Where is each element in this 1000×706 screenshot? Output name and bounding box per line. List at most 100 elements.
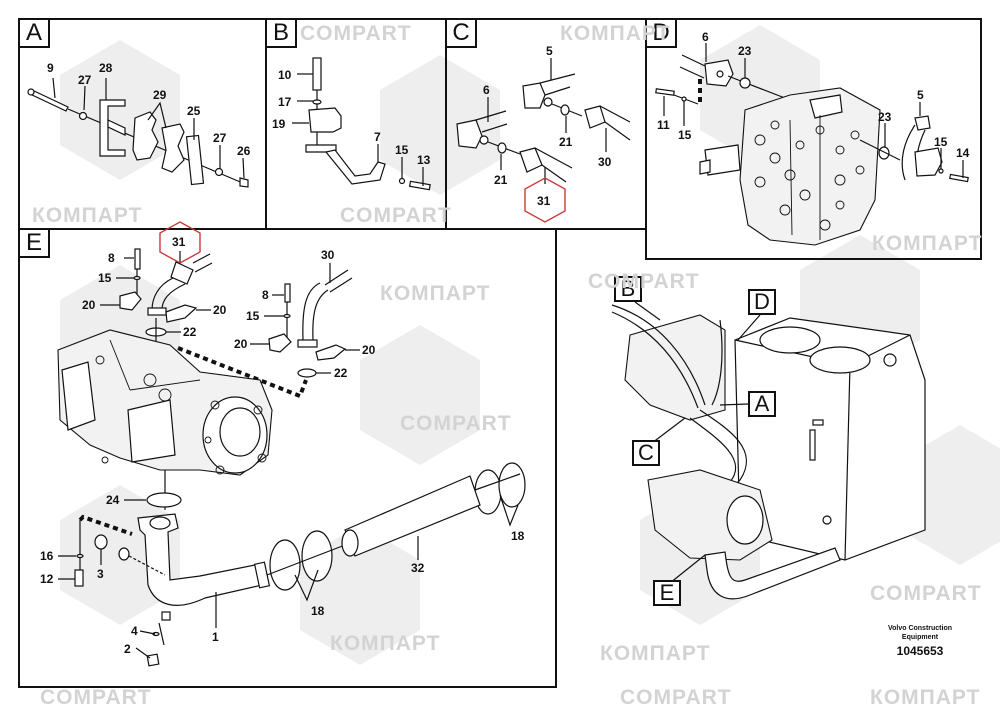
plate-25 — [185, 134, 205, 186]
washer-17 — [312, 99, 322, 105]
flange-5-top — [914, 115, 931, 131]
panel-d: D — [645, 18, 982, 260]
overview-suction-pipe — [704, 547, 841, 600]
washer-15b — [283, 313, 291, 319]
panel-b-parts: 10 17 19 7 15 13 — [272, 57, 431, 191]
highlight-hexagon-e — [159, 221, 201, 264]
part-label: 31 — [537, 194, 551, 208]
part-label: 6 — [483, 83, 490, 97]
part-label: 15 — [678, 128, 692, 142]
hose-flange-31 — [147, 307, 167, 316]
oring-21b — [497, 142, 507, 154]
watermark-shape — [360, 325, 480, 465]
washer-15 — [398, 177, 406, 185]
panel-e: E — [18, 228, 557, 688]
bolt-12 — [74, 569, 84, 587]
dashed-link-e2 — [78, 514, 133, 536]
panel-tag-b: B — [267, 20, 297, 48]
drawing-number: 1045653 — [896, 644, 944, 658]
part-label: 8 — [262, 288, 269, 302]
elbow-pipe-1 — [137, 513, 263, 606]
part-label: 16 — [40, 549, 54, 563]
drain-fitting — [161, 611, 171, 621]
part-label: 6 — [702, 30, 709, 44]
company-name-line2: Equipment — [901, 634, 939, 641]
panel-e-parts: 31 — [40, 221, 526, 667]
part-label: 27 — [213, 131, 227, 145]
part-label: 3 — [97, 567, 104, 581]
bracket-7 — [324, 149, 386, 185]
clamp-20b — [165, 304, 198, 323]
control-valve-body — [699, 87, 881, 246]
part-label: 5 — [546, 44, 553, 58]
overview-callout-c: C — [632, 440, 660, 466]
part-label: 4 — [131, 624, 138, 638]
overview-callout-e: E — [653, 580, 681, 606]
part-label: 30 — [598, 155, 612, 169]
bolt-8b — [284, 283, 291, 303]
nut-26 — [239, 177, 249, 188]
hose-end-30 — [584, 105, 606, 129]
oring-21a — [560, 104, 570, 116]
part-label: 5 — [917, 88, 924, 102]
part-label: 7 — [374, 130, 381, 144]
fitting-5 — [522, 82, 546, 109]
clamp-20d — [315, 344, 347, 361]
oring-22b — [297, 368, 317, 378]
part-label: 32 — [411, 561, 425, 575]
overview-control-valve — [624, 314, 726, 421]
part-label: 23 — [738, 44, 752, 58]
part-label: 19 — [272, 117, 286, 131]
panel-tag-c: C — [447, 20, 477, 48]
bolt-11 — [655, 88, 675, 96]
overview-callout-a: A — [748, 391, 776, 417]
part-label: 10 — [278, 68, 292, 82]
part-label: 28 — [99, 61, 113, 75]
part-label: 21 — [494, 173, 508, 187]
plug-2 — [146, 653, 160, 667]
fitting-6 — [456, 119, 483, 149]
part-label: 20 — [234, 337, 248, 351]
washer-27 — [78, 111, 88, 121]
bolt-9 — [29, 89, 69, 112]
bolt-10 — [312, 57, 322, 91]
clamp-half-29a — [132, 111, 159, 161]
bolt-8a — [134, 248, 141, 270]
panel-tag-d: D — [647, 20, 677, 48]
overview-callout-b: B — [614, 276, 642, 302]
highlight-hexagon — [524, 177, 566, 223]
hose-32 — [344, 475, 481, 557]
part-label: 18 — [311, 604, 325, 618]
washer-15d — [938, 168, 944, 174]
panel-tag-a: A — [20, 20, 50, 48]
washer-27b — [214, 167, 224, 177]
oring-24 — [146, 492, 182, 508]
part-label: 13 — [417, 153, 431, 167]
block-19 — [308, 107, 342, 133]
part-label: 26 — [237, 144, 251, 158]
part-label: 15 — [246, 309, 260, 323]
clamp-20c — [268, 333, 292, 353]
part-label: 18 — [511, 529, 525, 543]
part-label: 12 — [40, 572, 54, 586]
clamp-half-29b — [161, 123, 185, 173]
clamp-28 — [99, 99, 126, 157]
part-label: 15 — [98, 271, 112, 285]
company-name-line1: Volvo Construction — [887, 625, 953, 632]
part-label: 2 — [124, 642, 131, 656]
part-label: 8 — [108, 251, 115, 265]
part-label: 24 — [106, 493, 120, 507]
part-label: 15 — [934, 135, 948, 149]
part-label: 22 — [334, 366, 348, 380]
part-label: 29 — [153, 88, 167, 102]
part-label: 17 — [278, 95, 292, 109]
drawing-footer: Volvo Construction Equipment 1045653 — [880, 624, 960, 658]
panel-tag-e: E — [20, 230, 50, 258]
clamp-20a — [119, 291, 142, 311]
flange-5 — [914, 147, 943, 177]
part-label: 9 — [47, 61, 54, 75]
hose-flange-30 — [297, 339, 318, 348]
part-label: 11 — [657, 118, 670, 132]
hydraulic-pump-body — [57, 329, 273, 476]
